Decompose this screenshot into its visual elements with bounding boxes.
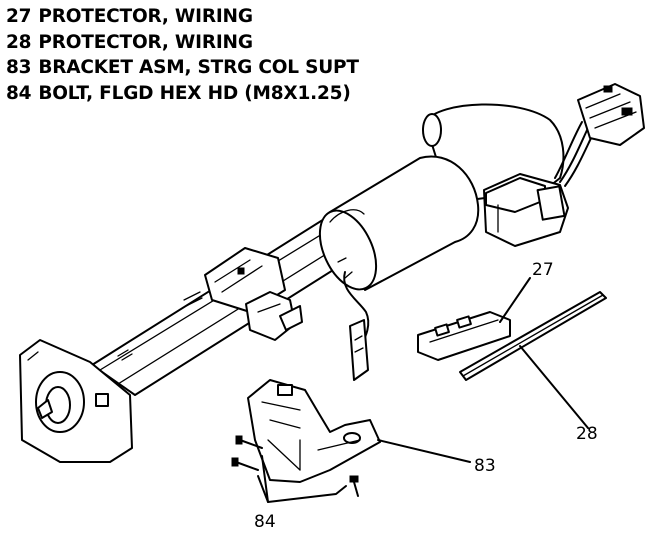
legend-number: 83 <box>6 57 32 78</box>
column-switch-housing <box>183 247 303 341</box>
legend-item-27: 27 PROTECTOR, WIRING <box>6 4 359 30</box>
legend-number: 84 <box>6 82 32 104</box>
wiring-protector-27 <box>417 311 511 361</box>
legend-item-28: 28 PROTECTOR, WIRING <box>6 30 359 56</box>
legend-item-83: 83 BRACKET ASM, STRG COL SUPT <box>6 55 359 81</box>
bolt-84-group <box>231 435 359 497</box>
callout-27: 27 <box>532 260 554 280</box>
legend-description: BOLT, FLGD HEX HD (M8X1.25) <box>38 82 351 104</box>
legend-description: PROTECTOR, WIRING <box>38 31 253 53</box>
leader-line-27 <box>499 277 531 323</box>
legend-description: BRACKET ASM, STRG COL SUPT <box>38 57 359 78</box>
legend-description: PROTECTOR, WIRING <box>38 6 253 27</box>
legend-number: 28 <box>6 31 32 53</box>
bolt-84-c <box>349 475 359 497</box>
bolt-84-b <box>231 457 259 471</box>
wiring-protector-28 <box>459 291 607 381</box>
leader-line-84a <box>261 455 347 503</box>
callout-83: 83 <box>474 456 496 476</box>
support-bracket-83 <box>247 379 381 483</box>
legend-item-84: 84 BOLT, FLGD HEX HD (M8X1.25) <box>6 81 359 107</box>
leader-line-28 <box>519 345 589 429</box>
leader-line-83 <box>377 439 471 463</box>
bolt-84-a <box>235 435 263 449</box>
lock-module <box>483 173 569 247</box>
callout-28: 28 <box>576 424 598 444</box>
callout-leader-lines <box>257 277 589 503</box>
column-pigtail-wire <box>343 271 370 381</box>
column-lower-cylinder <box>318 155 480 291</box>
column-flange-plate <box>19 339 133 463</box>
wiring-harness-connector <box>554 83 645 187</box>
legend-number: 27 <box>6 6 32 27</box>
leader-line-84b <box>257 475 269 503</box>
callout-84: 84 <box>254 512 276 532</box>
